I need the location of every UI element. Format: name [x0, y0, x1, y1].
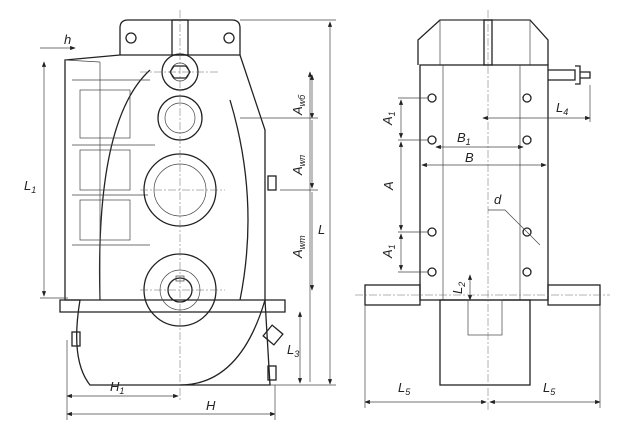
- label-h: h: [64, 32, 71, 47]
- label-H: H: [206, 398, 216, 413]
- label-L4: L4: [556, 100, 568, 117]
- label-L: L: [318, 222, 325, 237]
- front-view: [355, 10, 610, 410]
- label-Awb: Awб: [290, 94, 307, 116]
- label-d: d: [494, 192, 502, 207]
- label-L1: L1: [24, 178, 36, 195]
- label-L2: L2: [450, 282, 467, 294]
- label-A1-bottom: A1: [380, 244, 397, 259]
- label-A1-top: A1: [380, 111, 397, 126]
- mounting-holes: [427, 93, 532, 277]
- label-Awt: Awт: [290, 235, 307, 259]
- label-L5-left: L5: [398, 380, 411, 397]
- label-H1: H1: [110, 379, 124, 396]
- side-view: [40, 10, 336, 420]
- label-B: B: [465, 150, 474, 165]
- label-L3: L3: [287, 342, 299, 359]
- dimension-labels: h L1 Awб Awп Awт L L3 H1 H A1 B1 B A d A…: [24, 32, 568, 413]
- label-B1: B1: [457, 130, 471, 147]
- label-A: A: [381, 181, 396, 191]
- label-L5-right: L5: [543, 380, 556, 397]
- label-Awp: Awп: [290, 155, 307, 176]
